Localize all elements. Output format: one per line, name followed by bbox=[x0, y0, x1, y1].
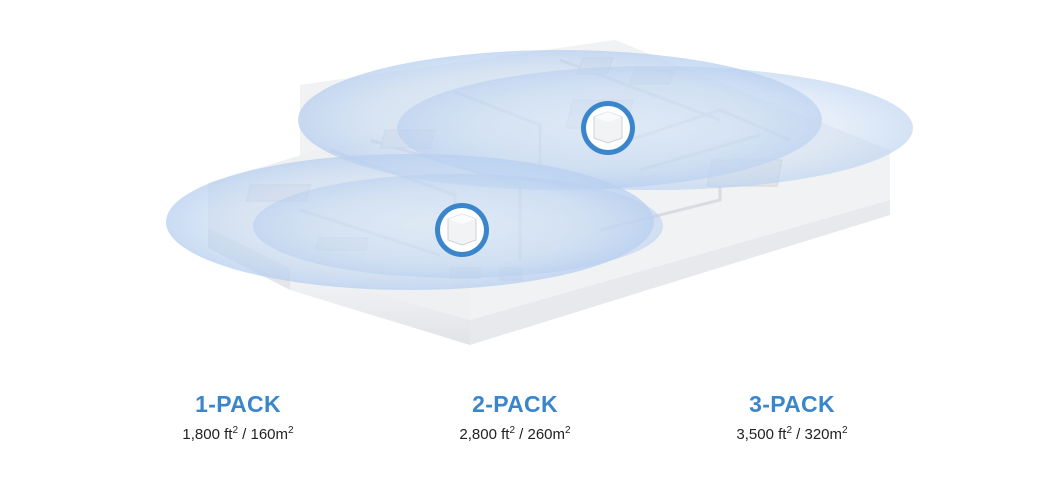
coverage-areas bbox=[166, 50, 913, 290]
pack-3: 3-PACK 3,500 ft2 / 320m2 bbox=[672, 388, 912, 446]
pack-title: 2-PACK bbox=[472, 391, 558, 417]
pack-coverage: 1,800 ft2 / 160m2 bbox=[182, 425, 294, 444]
pack-title: 1-PACK bbox=[195, 391, 281, 417]
mesh-node-icon bbox=[581, 101, 635, 155]
pack-title: 3-PACK bbox=[749, 391, 835, 417]
pack-1: 1-PACK 1,800 ft2 / 160m2 bbox=[118, 388, 358, 446]
mesh-node-icon bbox=[435, 203, 489, 257]
pack-2: 2-PACK 2,800 ft2 / 260m2 bbox=[395, 388, 635, 446]
pack-coverage: 2,800 ft2 / 260m2 bbox=[459, 425, 571, 444]
mesh-coverage-floorplan bbox=[166, 40, 913, 345]
pack-coverage: 3,500 ft2 / 320m2 bbox=[736, 425, 848, 444]
coverage-area-2 bbox=[397, 66, 913, 190]
pack-options: 1-PACK 1,800 ft2 / 160m2 2-PACK 2,800 ft… bbox=[0, 388, 1060, 468]
